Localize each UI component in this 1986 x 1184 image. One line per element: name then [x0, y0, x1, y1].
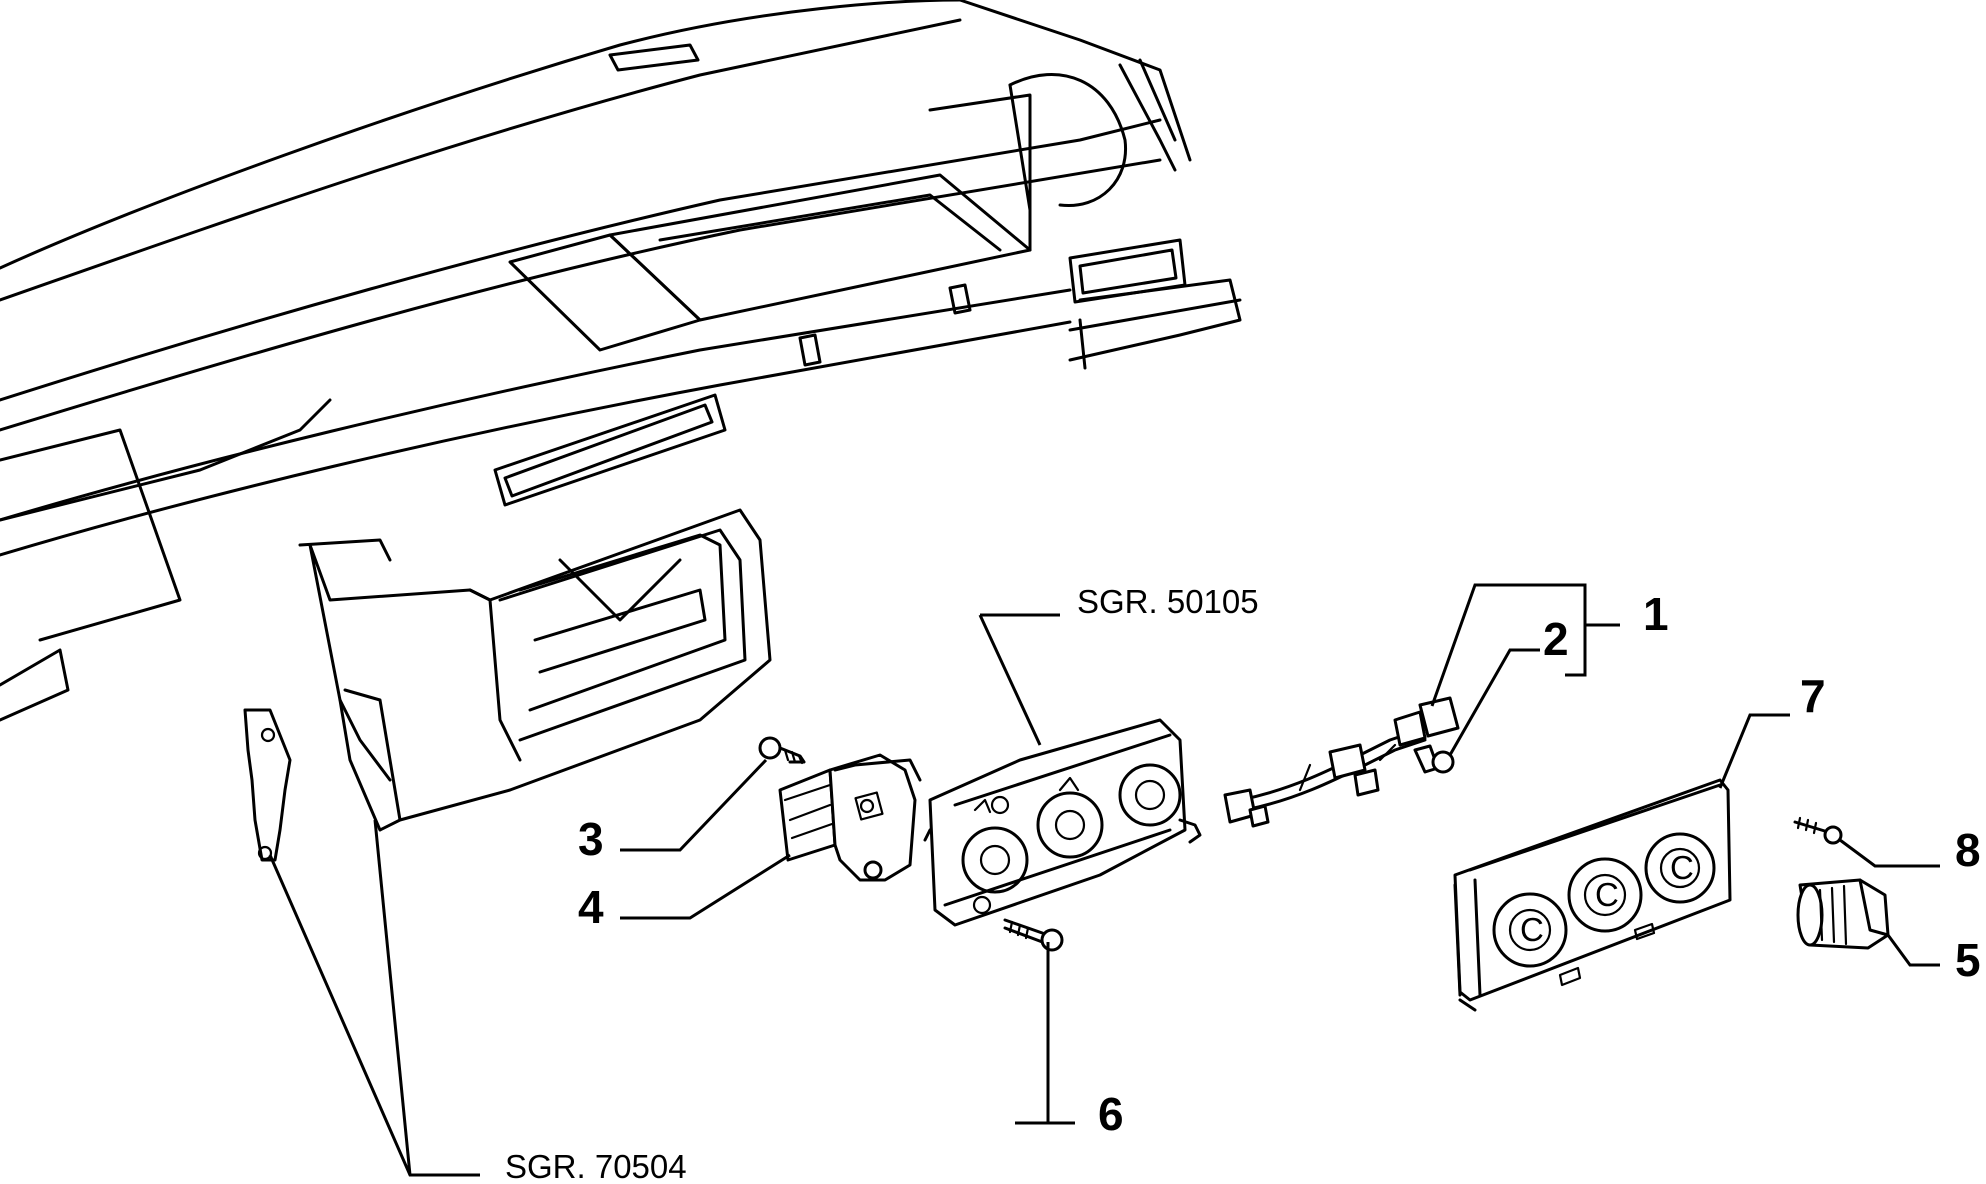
callout-3: 3	[578, 813, 604, 865]
labels: SGR. 50105 SGR. 70504 1 2 3 4 5 6 7 8	[505, 583, 1981, 1184]
screw-part-6	[1003, 918, 1064, 952]
knob-part-5	[1796, 878, 1890, 950]
callout-5: 5	[1955, 934, 1981, 986]
reference-sgr-50105: SGR. 50105	[1077, 583, 1259, 620]
screw-part-3	[758, 736, 806, 765]
knob-mark-1: C	[1520, 911, 1544, 948]
callout-1: 1	[1643, 588, 1669, 640]
dashboard-drawing	[0, 0, 1242, 862]
plug-part-2	[1413, 744, 1455, 774]
callout-7: 7	[1800, 670, 1826, 722]
callout-6: 6	[1098, 1088, 1124, 1140]
wiring-harness-part-1	[1223, 696, 1460, 828]
control-panel-body	[923, 718, 1202, 927]
knob-mark-2: C	[1595, 876, 1619, 913]
knob-mark-3: C	[1670, 849, 1694, 886]
reference-sgr-70504: SGR. 70504	[505, 1148, 687, 1184]
actuator-part-4	[778, 753, 922, 882]
callout-4: 4	[578, 881, 604, 933]
callout-2: 2	[1543, 613, 1569, 665]
front-panel-part-7: C C C	[1453, 778, 1732, 1012]
callout-8: 8	[1955, 824, 1981, 876]
screw-part-8	[1793, 816, 1843, 845]
leader-lines	[268, 583, 1940, 1177]
